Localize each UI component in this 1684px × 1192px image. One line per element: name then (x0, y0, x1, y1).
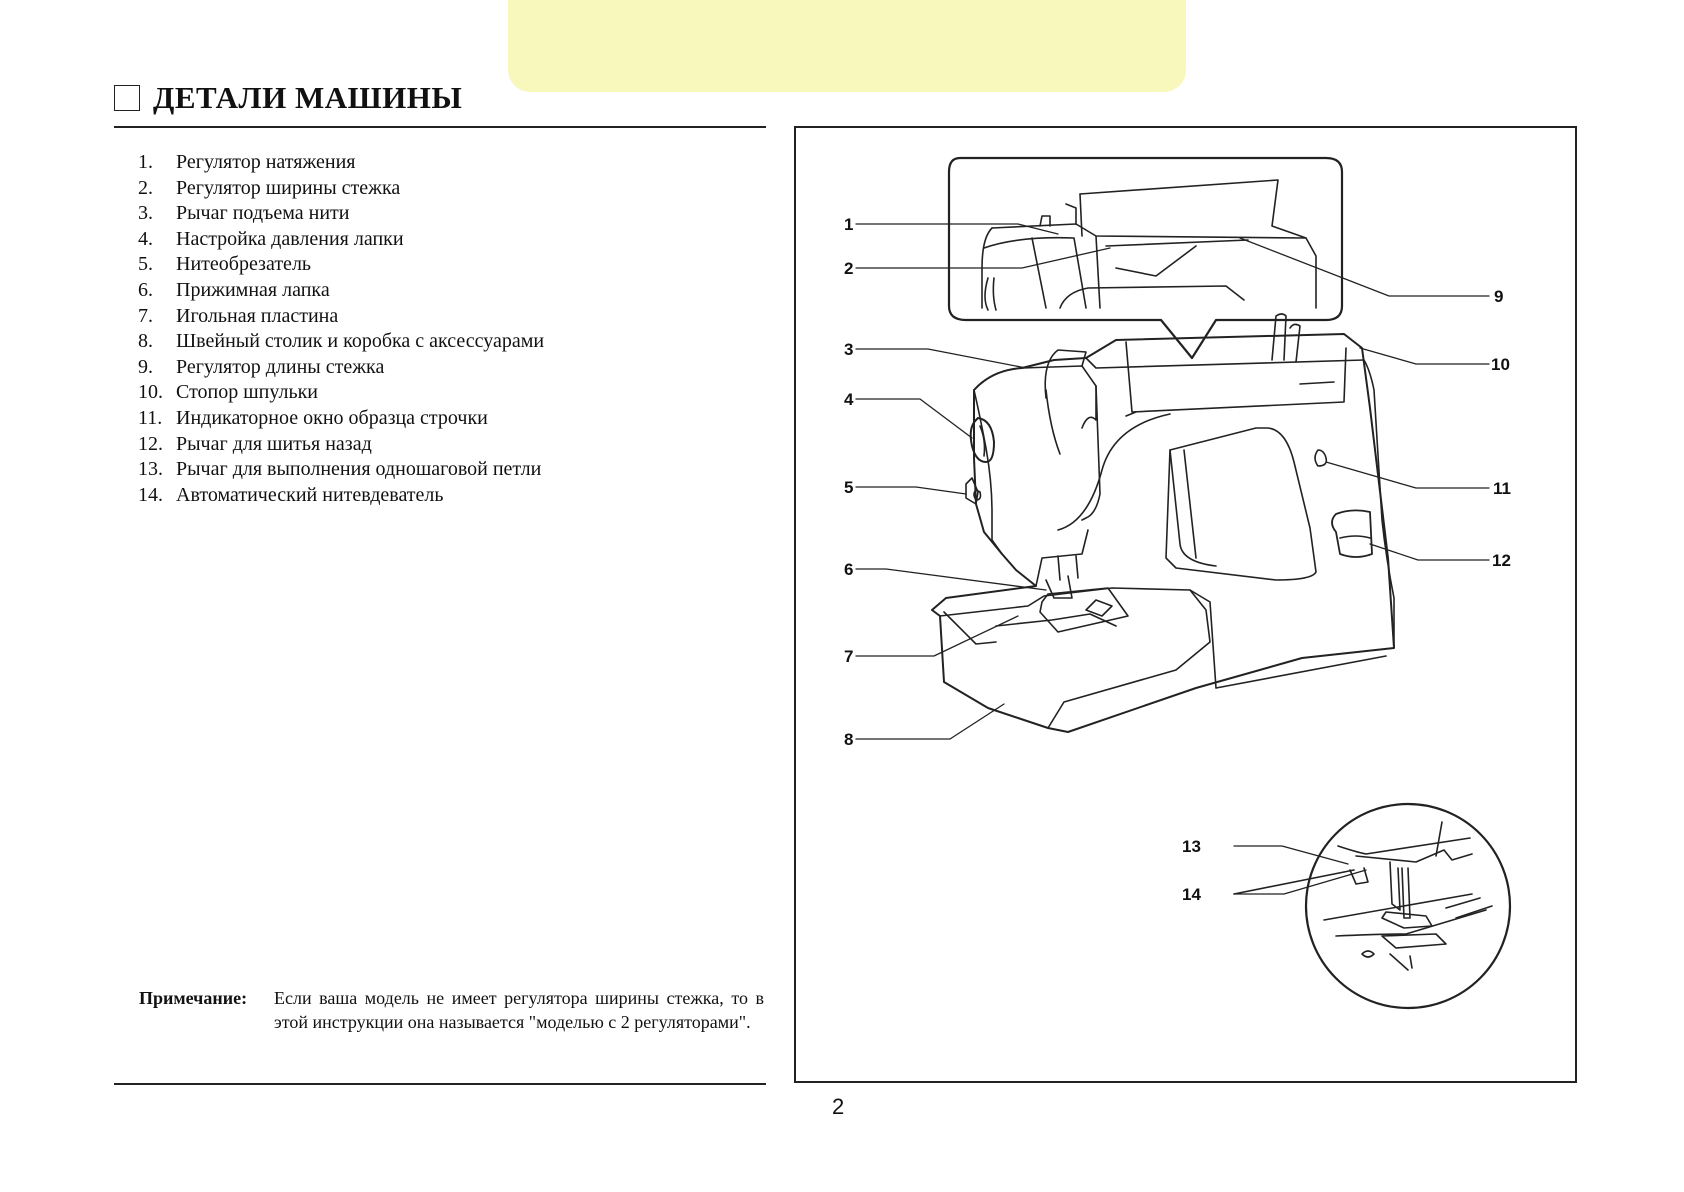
list-item: 13.Рычаг для выполнения одношаговой петл… (138, 458, 542, 481)
note-text: Если ваша модель не имеет регулятора шир… (274, 988, 764, 1032)
checkbox-square-icon (114, 85, 140, 111)
callout-4: 4 (844, 390, 854, 409)
header-tab (508, 0, 1186, 92)
note-label: Примечание: (139, 988, 248, 1008)
list-item: 10.Стопор шпульки (138, 381, 319, 404)
inset-needle-illustration (1233, 802, 1512, 1010)
callout-lines-right (1239, 237, 1490, 561)
callout-8: 8 (844, 730, 853, 749)
callout-11: 11 (1493, 479, 1511, 498)
list-item: 3.Рычаг подъема нити (138, 202, 350, 225)
callout-5: 5 (844, 478, 853, 497)
callout-14: 14 (1182, 885, 1201, 904)
list-item: 8.Швейный столик и коробка с аксессуарам… (138, 330, 545, 353)
list-item: 6.Прижимная лапка (138, 278, 330, 301)
list-item: 14.Автоматический нитевдеватель (138, 483, 444, 506)
callout-6: 6 (844, 560, 853, 579)
callout-2: 2 (844, 259, 853, 278)
list-item: 5.Нитеобрезатель (138, 253, 312, 276)
machine-body (931, 313, 1395, 733)
list-item: 1.Регулятор натяжения (138, 151, 356, 173)
callout-13: 13 (1182, 837, 1201, 856)
callout-9: 9 (1494, 287, 1503, 306)
list-item: 2.Регулятор ширины стежка (138, 176, 401, 199)
callout-3: 3 (844, 340, 853, 359)
callout-12: 12 (1492, 551, 1511, 570)
list-item: 9.Регулятор длины стежка (138, 355, 385, 378)
list-item: 7.Игольная пластина (138, 304, 339, 327)
inset-top-illustration (947, 156, 1344, 360)
callout-7: 7 (844, 647, 853, 666)
page-title-text: ДЕТАЛИ МАШИНЫ (153, 80, 463, 115)
bottom-divider (114, 1083, 766, 1085)
callout-1: 1 (844, 215, 853, 234)
parts-list: 1.Регулятор натяжения 2.Регулятор ширины… (138, 150, 544, 508)
top-divider (114, 126, 766, 128)
list-item: 12.Рычаг для шитья назад (138, 432, 372, 455)
page-number: 2 (832, 1094, 845, 1119)
callout-lines-left (855, 223, 1111, 740)
list-item: 4.Настройка давления лапки (138, 227, 404, 250)
page-title: ДЕТАЛИ МАШИНЫ (114, 80, 462, 116)
callout-lines-inset (1233, 845, 1367, 895)
list-item: 11.Индикаторное окно образца строчки (138, 406, 488, 429)
callout-10: 10 (1491, 355, 1510, 374)
